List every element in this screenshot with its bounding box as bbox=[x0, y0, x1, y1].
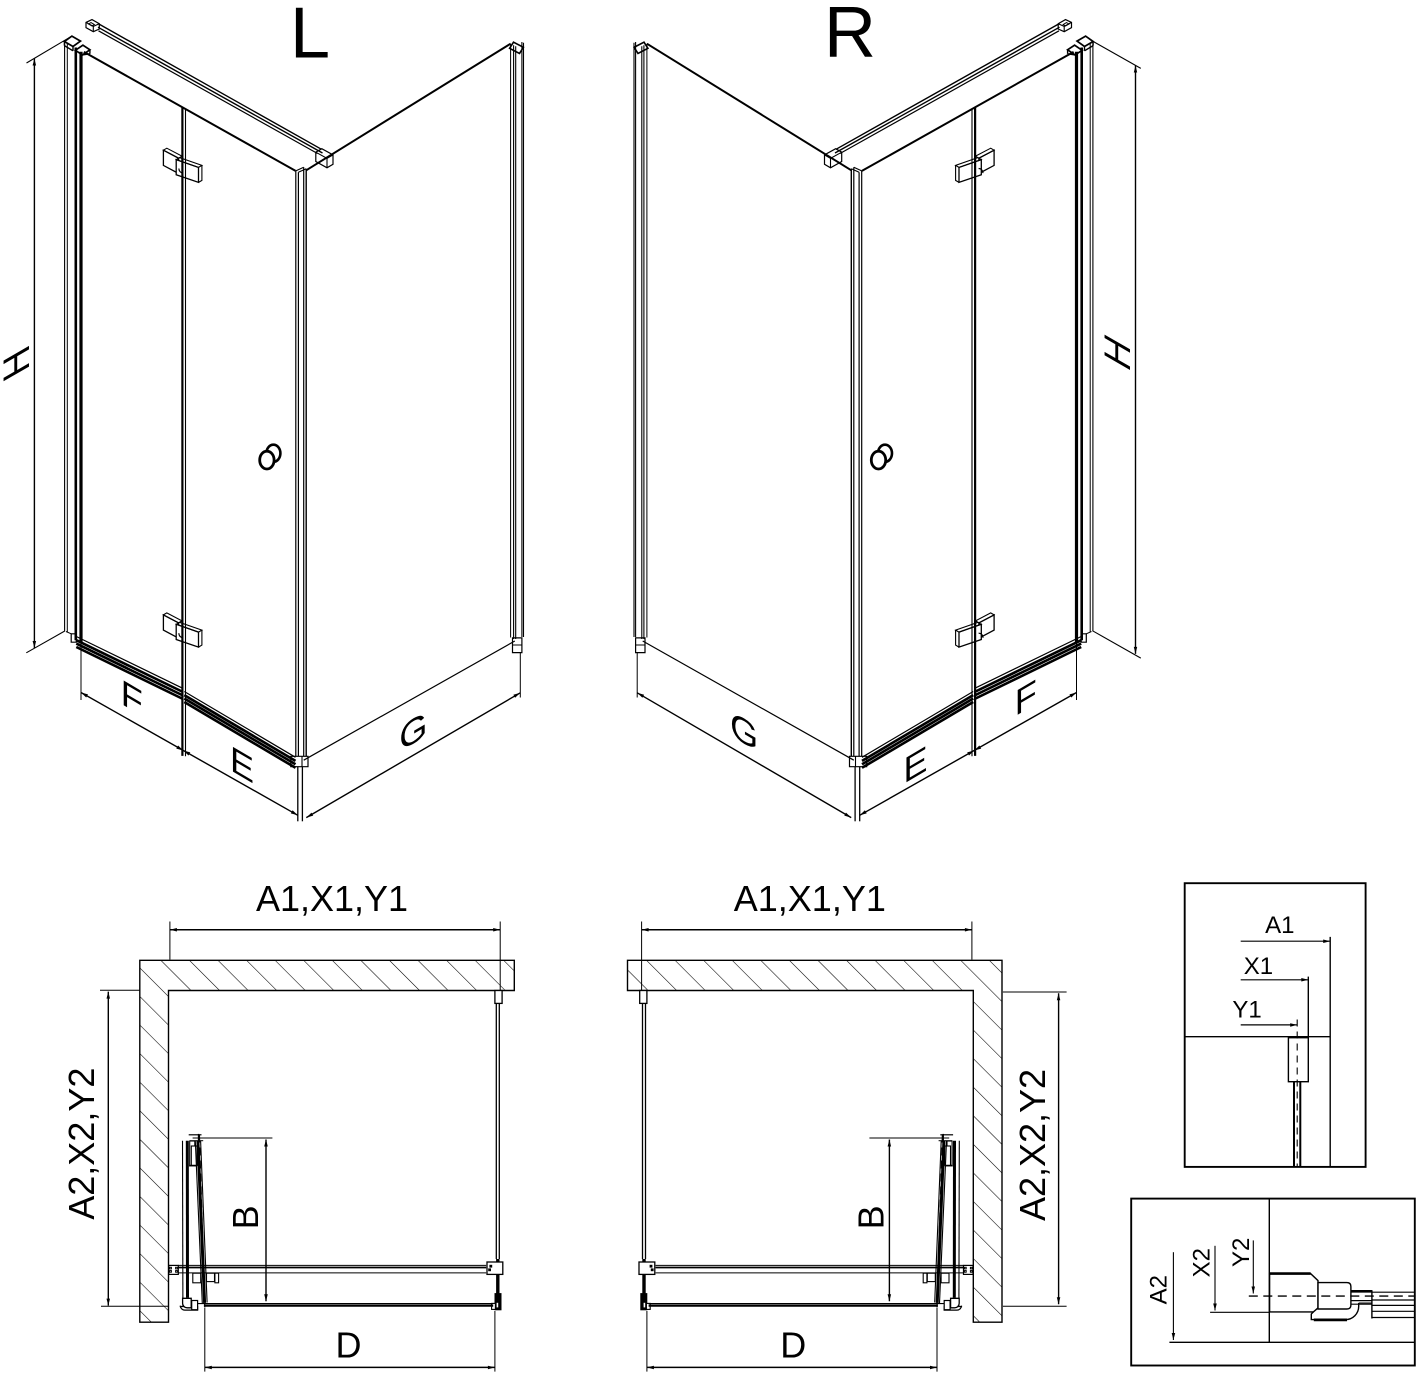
svg-text:A2: A2 bbox=[1145, 1275, 1172, 1304]
svg-text:F: F bbox=[121, 672, 143, 725]
svg-text:X2: X2 bbox=[1188, 1248, 1215, 1277]
svg-text:A1,X1,Y1: A1,X1,Y1 bbox=[256, 878, 408, 919]
svg-text:A2,X2,Y2: A2,X2,Y2 bbox=[61, 1068, 102, 1220]
svg-text:Y2: Y2 bbox=[1228, 1238, 1255, 1267]
svg-text:R: R bbox=[824, 0, 876, 72]
svg-text:D: D bbox=[336, 1324, 362, 1365]
svg-text:A2,X2,Y2: A2,X2,Y2 bbox=[1012, 1069, 1053, 1221]
svg-text:F: F bbox=[1015, 672, 1037, 725]
svg-text:A1: A1 bbox=[1265, 912, 1294, 939]
svg-text:A1,X1,Y1: A1,X1,Y1 bbox=[734, 878, 886, 919]
svg-text:L: L bbox=[290, 0, 330, 73]
svg-text:B: B bbox=[225, 1205, 266, 1229]
svg-text:B: B bbox=[850, 1205, 891, 1229]
svg-text:X1: X1 bbox=[1244, 953, 1273, 980]
svg-text:Y1: Y1 bbox=[1232, 997, 1261, 1024]
svg-text:D: D bbox=[780, 1324, 806, 1365]
